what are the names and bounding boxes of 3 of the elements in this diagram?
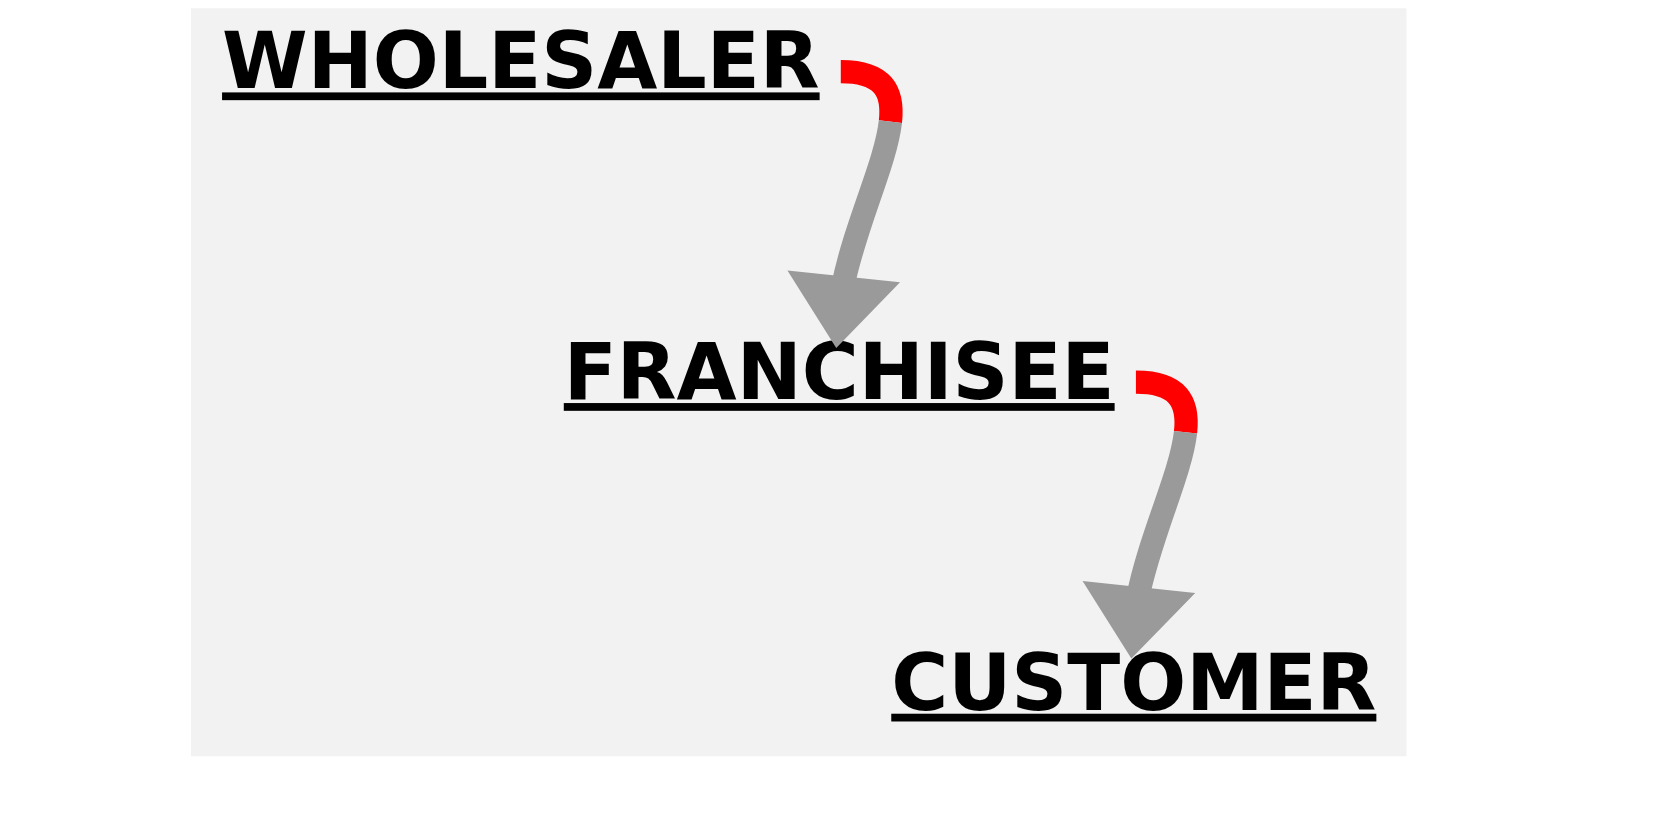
node-text: WHOLESALER: [222, 16, 820, 107]
node-text: CUSTOMER: [891, 637, 1377, 728]
node-text: FRANCHISEE: [563, 327, 1115, 418]
